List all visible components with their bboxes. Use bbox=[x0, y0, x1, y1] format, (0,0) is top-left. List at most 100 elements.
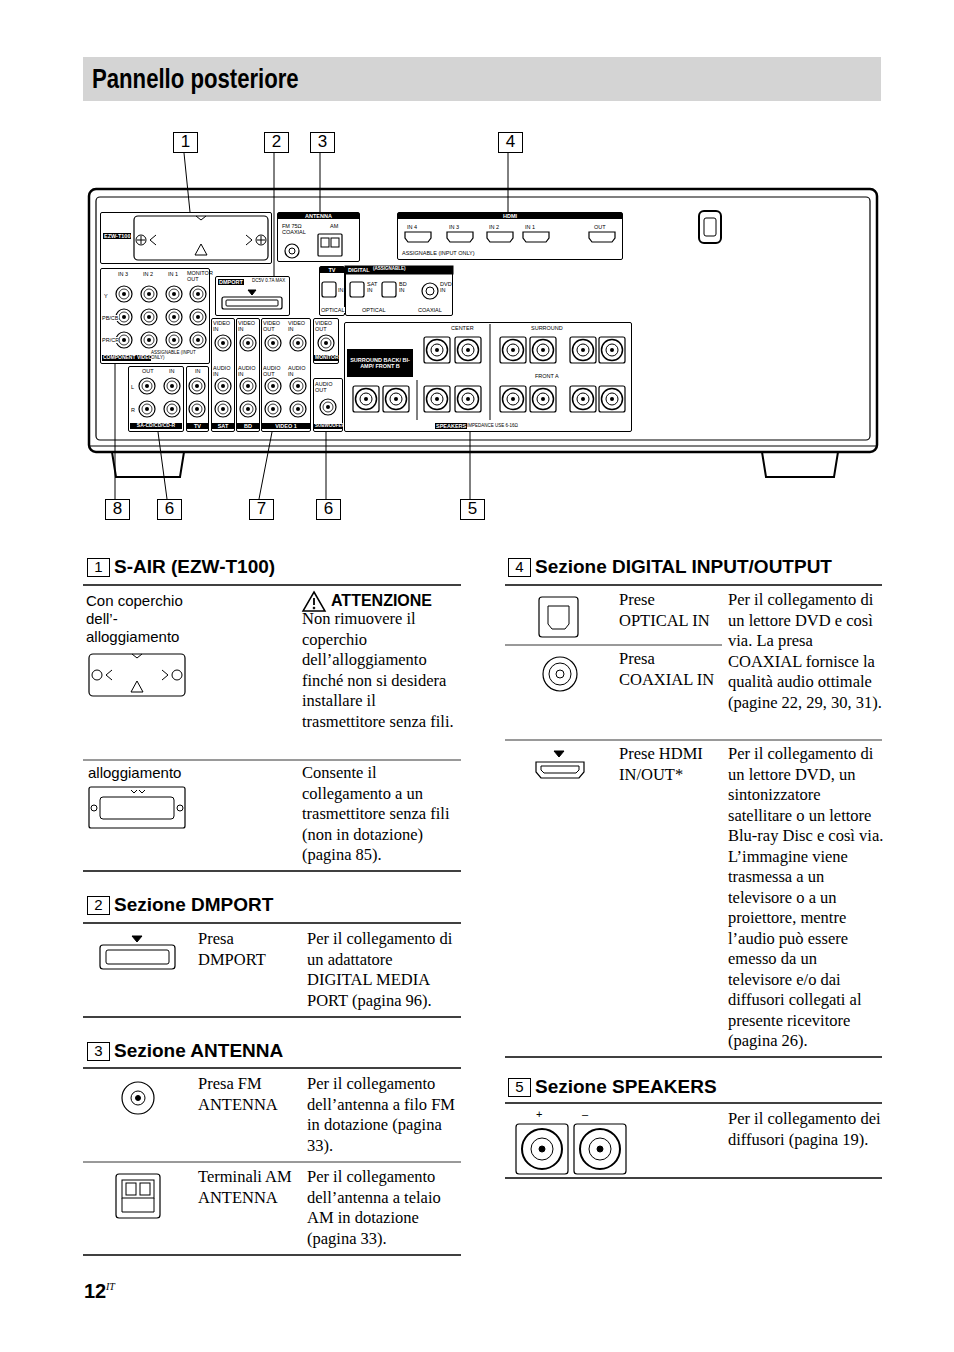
panel-text: PB/CB bbox=[102, 315, 119, 321]
connector-group: INTV bbox=[186, 366, 209, 432]
table-text: Per il collegamento di un adattatore DIG… bbox=[307, 929, 461, 1011]
panel-header: DIGITAL bbox=[347, 267, 371, 273]
connector-group: VIDEO INAUDIO INBD bbox=[236, 318, 260, 432]
leader-line bbox=[115, 364, 116, 499]
table-text: Prese OPTICAL IN bbox=[619, 590, 723, 631]
panel-header: TV bbox=[320, 267, 344, 273]
section-heading: Sezione DMPORT bbox=[114, 894, 273, 916]
callout-text: 3 bbox=[311, 133, 334, 151]
table-text: Terminali AM ANTENNA bbox=[198, 1167, 306, 1208]
page-number: 12 bbox=[84, 1280, 106, 1303]
panel-text: IN 2 bbox=[143, 271, 153, 277]
connector-group: DMPORT DC5V 0.7A MAX bbox=[215, 276, 290, 316]
section-number: 1S-AIR (EZW-T100) bbox=[87, 558, 110, 577]
panel-text: PR/CR bbox=[102, 337, 119, 343]
section-number-text: 4 bbox=[509, 559, 530, 575]
section-number: 4Sezione DIGITAL INPUT/OUTPUT bbox=[508, 558, 531, 577]
table-text: Con coperchio dell’- alloggiamento bbox=[86, 592, 198, 646]
callout-number: 8 bbox=[105, 499, 130, 520]
callout-number: 7 bbox=[249, 499, 274, 520]
table-text: Consente il collegamento a un trasmettit… bbox=[302, 763, 462, 866]
panel-text: IN bbox=[169, 368, 175, 374]
connector-group: AUDIO OUT SUBWOOFER bbox=[313, 378, 343, 432]
callout-number: 4 bbox=[498, 132, 523, 153]
section-number-text: 1 bbox=[88, 559, 109, 575]
panel-header: VIDEO 1 bbox=[262, 423, 310, 429]
leader-line bbox=[320, 153, 321, 212]
callout-number: 2 bbox=[264, 132, 289, 153]
connector-group: TVINOPTICAL bbox=[319, 266, 345, 316]
table-text: Prese HDMI IN/OUT* bbox=[619, 744, 723, 785]
panel-text: VIDEO IN bbox=[238, 320, 259, 332]
panel-text: DVD IN bbox=[440, 281, 452, 293]
callout-text: 8 bbox=[106, 500, 129, 518]
panel-text: AUDIO OUT bbox=[315, 381, 341, 393]
panel-text: DC5V 0.7A MAX bbox=[252, 279, 288, 284]
panel-text: IN 1 bbox=[168, 271, 178, 277]
panel-header: COMPONENT VIDEO bbox=[102, 355, 153, 361]
callout-number: 6 bbox=[316, 499, 341, 520]
callout-text: 6 bbox=[317, 500, 340, 518]
panel-text: MONITOR OUT bbox=[187, 270, 209, 282]
panel-header: SUBWOOFER bbox=[314, 424, 342, 429]
panel-text: AUDIO IN bbox=[213, 365, 234, 377]
panel-header: SPEAKERS bbox=[435, 423, 467, 429]
panel-text: IN 1 bbox=[525, 224, 535, 230]
title-band: Pannello posteriore bbox=[83, 57, 881, 101]
panel-text: AUDIO OUT bbox=[263, 365, 286, 377]
callout-number: 1 bbox=[173, 132, 198, 153]
panel-text: L bbox=[131, 384, 134, 390]
table-text: Per il collegamento dell’antenna a filo … bbox=[307, 1074, 461, 1156]
callout-text: 2 bbox=[265, 133, 288, 151]
panel-text: FM 75Ω COAXIAL bbox=[282, 223, 308, 235]
panel-text: SAT IN bbox=[367, 281, 379, 293]
section-number-text: 5 bbox=[509, 1079, 530, 1095]
panel-text: IN 4 bbox=[407, 224, 417, 230]
panel-text: OPTICAL bbox=[362, 307, 386, 313]
panel-text: CENTER bbox=[451, 325, 474, 331]
callout-number: 3 bbox=[310, 132, 335, 153]
panel-header: SAT bbox=[212, 423, 234, 429]
table-text: Presa DMPORT bbox=[198, 929, 302, 970]
leader-line bbox=[259, 432, 272, 499]
panel-text: FRONT A bbox=[535, 373, 559, 379]
panel-text: IN 3 bbox=[449, 224, 459, 230]
panel-header: SA-CD/CD/CD-R bbox=[130, 423, 182, 429]
panel-text: VIDEO IN bbox=[213, 320, 234, 332]
panel-text: ASSIGNABLE (INPUT ONLY) bbox=[151, 351, 208, 361]
leader-line bbox=[326, 432, 327, 499]
table-text: ATTENZIONE bbox=[331, 591, 432, 610]
section-heading: S-AIR (EZW-T100) bbox=[114, 556, 275, 578]
panel-text: OUT bbox=[142, 368, 154, 374]
page-title: Pannello posteriore bbox=[92, 63, 299, 95]
callout-text: 5 bbox=[461, 500, 484, 518]
panel-header: BD bbox=[237, 423, 259, 429]
connector-group: EZW-T100 bbox=[100, 212, 272, 264]
plate-text: SURROUND BACK/ BI-AMP/ FRONT B bbox=[347, 357, 413, 370]
panel-text: R bbox=[131, 407, 135, 413]
panel-header: DMPORT bbox=[218, 279, 244, 285]
callout-text: 4 bbox=[499, 133, 522, 151]
panel-text: VIDEO OUT bbox=[315, 320, 338, 332]
panel-header: (ASSIGNABLE) bbox=[372, 267, 407, 272]
table-text: Presa FM ANTENNA bbox=[198, 1074, 302, 1115]
leader-line bbox=[158, 432, 167, 499]
section-number-text: 3 bbox=[88, 1043, 109, 1059]
connector-group: VIDEO IN AUDIO IN SAT bbox=[211, 318, 235, 432]
table-text: alloggiamento bbox=[88, 764, 181, 782]
section-heading: Sezione DIGITAL INPUT/OUTPUT bbox=[535, 556, 832, 578]
table-text: – bbox=[582, 1108, 588, 1121]
connector-group: HDMIIN 4IN 3IN 2IN 1OUTASSIGNABLE (INPUT… bbox=[397, 212, 623, 260]
connector-group: OUT IN L R SA-CD/CD/CD-R bbox=[128, 366, 184, 432]
section-number: 2Sezione DMPORT bbox=[87, 896, 110, 915]
section-number: 3Sezione ANTENNA bbox=[87, 1042, 110, 1061]
panel-header: TV bbox=[187, 423, 208, 429]
panel-text: VIDEO IN bbox=[288, 320, 310, 332]
leader-line bbox=[184, 153, 190, 212]
table-text: Per il collegamento dei diffusori (pagin… bbox=[728, 1109, 884, 1150]
callout-text: 1 bbox=[174, 133, 197, 151]
section-heading: Sezione SPEAKERS bbox=[535, 1076, 717, 1098]
table-text: Presa COAXIAL IN bbox=[619, 649, 723, 690]
table-text: Non rimuovere il coperchio dell’alloggia… bbox=[302, 609, 462, 732]
